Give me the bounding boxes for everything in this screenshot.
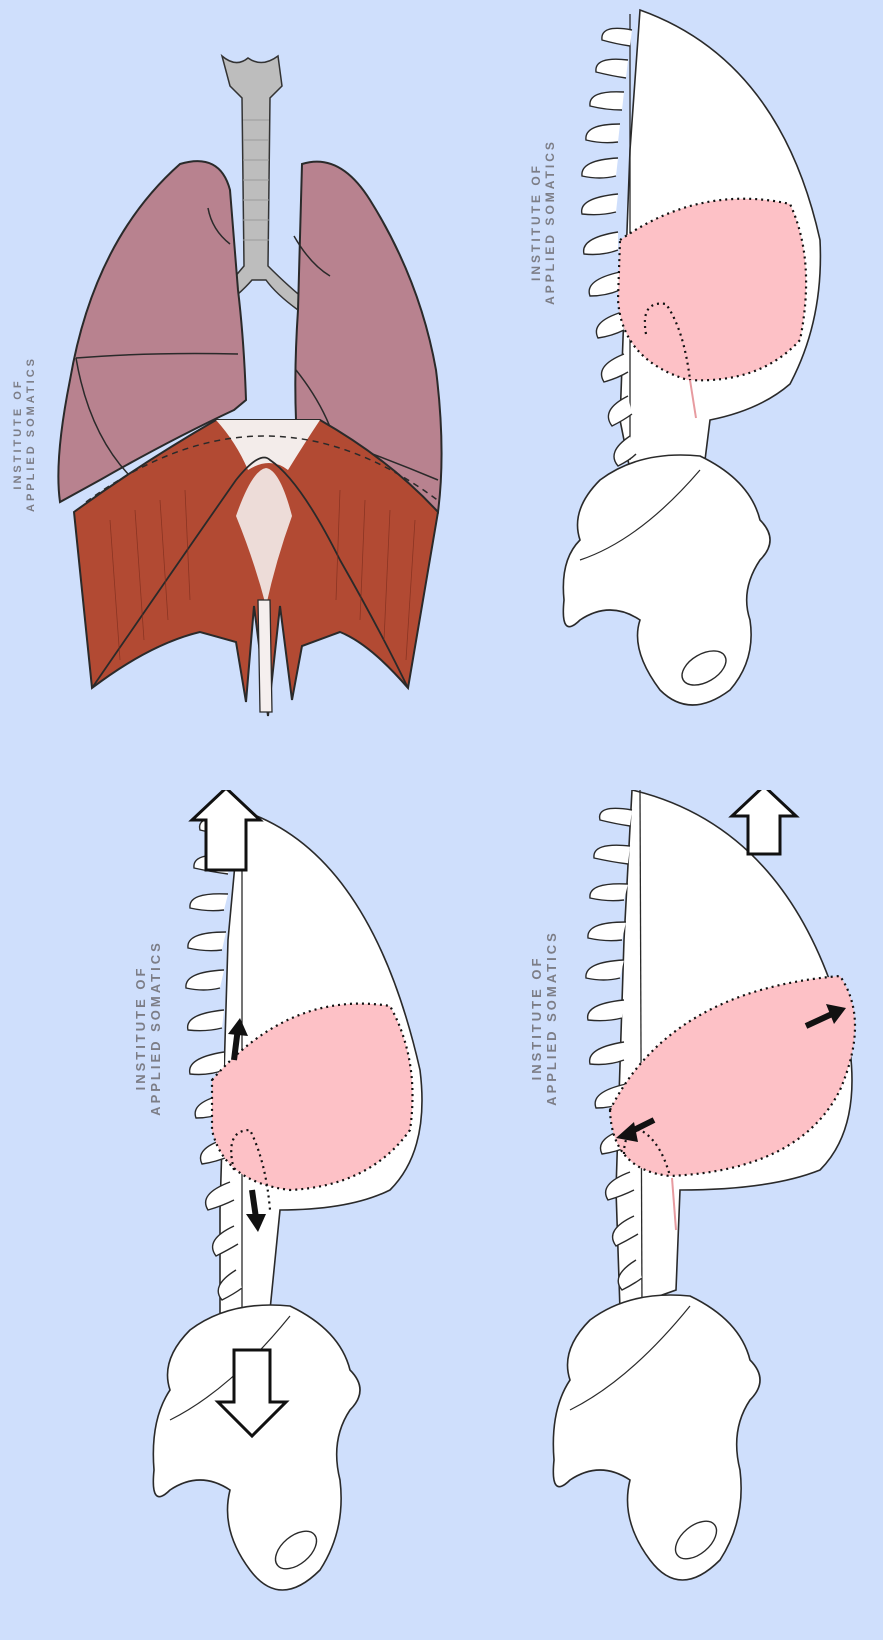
side-view-expansion-panel: INSTITUTE OF APPLIED SOMATICS xyxy=(520,790,883,1640)
watermark-panel-3: INSTITUTE OF APPLIED SOMATICS xyxy=(134,918,164,1138)
lungs-diaphragm-panel: INSTITUTE OF APPLIED SOMATICS xyxy=(40,40,480,740)
side-view-expansion-illustration xyxy=(520,790,883,1640)
side-view-neutral-illustration xyxy=(520,0,883,760)
watermark-line-2: APPLIED SOMATICS xyxy=(149,918,164,1138)
up-arrow-icon xyxy=(732,790,796,854)
watermark-panel-2: INSTITUTE OF APPLIED SOMATICS xyxy=(530,122,558,322)
watermark-panel-4: INSTITUTE OF APPLIED SOMATICS xyxy=(530,908,560,1128)
watermark-line-1: INSTITUTE OF xyxy=(530,122,544,322)
aorta xyxy=(258,600,272,712)
pelvis xyxy=(563,455,770,705)
pelvis xyxy=(553,1295,760,1580)
side-view-lengthening-panel: INSTITUTE OF APPLIED SOMATICS xyxy=(120,790,500,1640)
pelvis xyxy=(153,1305,360,1590)
side-view-neutral-panel: INSTITUTE OF APPLIED SOMATICS xyxy=(520,0,883,760)
watermark-panel-1: INSTITUTE OF APPLIED SOMATICS xyxy=(12,344,37,524)
side-view-lengthening-illustration xyxy=(120,790,500,1640)
watermark-line-2: APPLIED SOMATICS xyxy=(544,122,558,322)
watermark-line-1: INSTITUTE OF xyxy=(134,918,149,1138)
lungs-diaphragm-illustration xyxy=(40,40,480,740)
watermark-line-1: INSTITUTE OF xyxy=(530,908,545,1128)
watermark-line-2: APPLIED SOMATICS xyxy=(25,344,38,524)
watermark-line-1: INSTITUTE OF xyxy=(12,344,25,524)
watermark-line-2: APPLIED SOMATICS xyxy=(545,908,560,1128)
